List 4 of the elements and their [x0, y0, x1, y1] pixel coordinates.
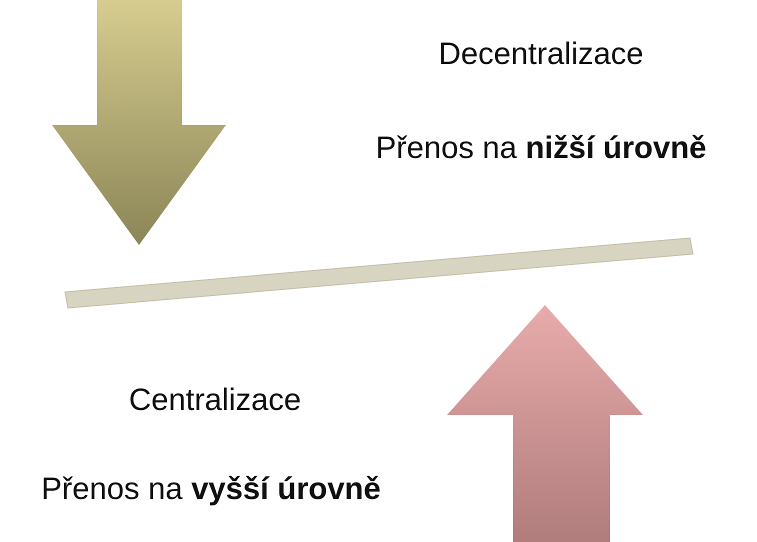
description-text: Přenos na vyšší úrovně [41, 471, 381, 507]
description-text: Přenos na nižší úrovně [376, 130, 706, 166]
heading-text: Centralizace [128, 382, 302, 418]
heading-text: Decentralizace [438, 36, 644, 72]
